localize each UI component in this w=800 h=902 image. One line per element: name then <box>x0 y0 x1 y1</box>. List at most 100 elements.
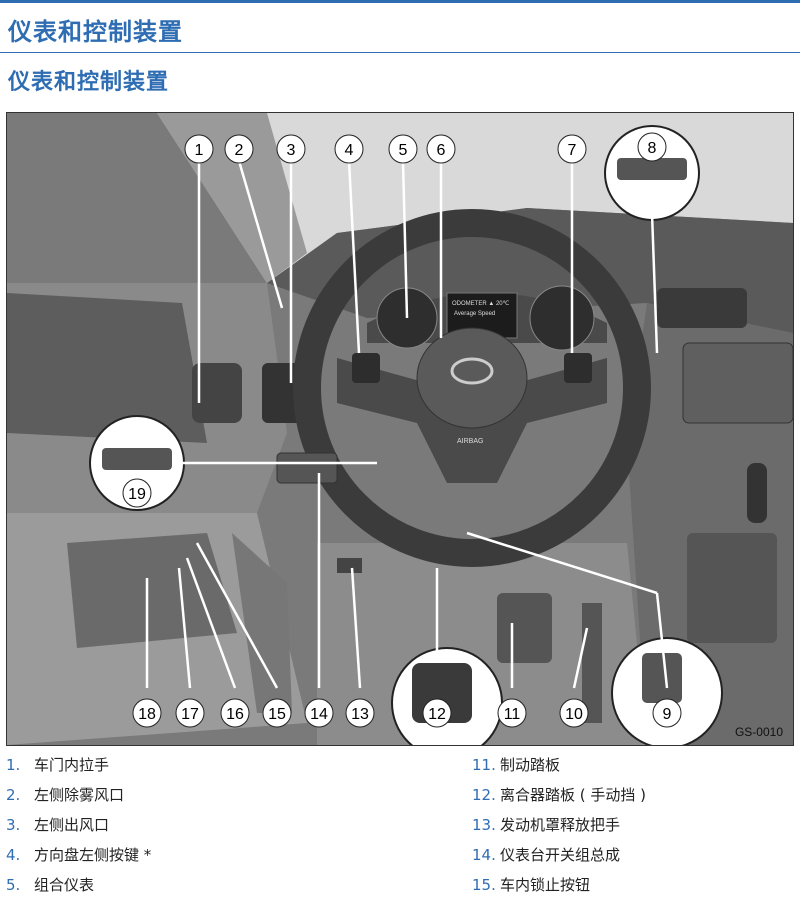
gear-panel <box>687 533 777 643</box>
display-mid-text: Average Speed <box>454 311 495 317</box>
svg-text:14: 14 <box>310 706 328 723</box>
legend-text: 仪表台开关组总成 <box>500 846 621 864</box>
svg-text:10: 10 <box>565 706 583 723</box>
legend-right-column: 11.制动踏板 12.离合器踏板 ( 手动挡 ) 13.发动机罩释放把手 14.… <box>472 752 646 902</box>
callout-markers: 1 2 3 4 5 6 7 8 9 10 11 12 13 14 15 16 1… <box>122 132 682 728</box>
callout-3: 3 <box>276 134 306 164</box>
callout-2: 2 <box>224 134 254 164</box>
legend-number: 3. <box>6 816 21 834</box>
callout-12: 12 <box>422 698 452 728</box>
airbag-hub <box>416 327 528 429</box>
section-heading: 仪表和控制装置 <box>8 70 170 95</box>
svg-text:17: 17 <box>181 706 199 723</box>
svg-text:12: 12 <box>428 706 446 723</box>
svg-text:2: 2 <box>235 142 244 159</box>
callout-11: 11 <box>497 698 527 728</box>
page-title: 仪表和控制装置 <box>8 18 183 46</box>
dashboard-drawing: ODOMETER ▲ 20℃ Average Speed AIRBAG <box>7 113 793 745</box>
legend-item: 2. 左侧除雾风口 <box>6 782 151 812</box>
legend-item: 4. 方向盘左侧按键 * <box>6 842 151 872</box>
svg-text:19: 19 <box>128 486 146 503</box>
legend-number: 13. <box>472 816 496 834</box>
svg-text:3: 3 <box>287 142 296 159</box>
callout-1: 1 <box>184 134 214 164</box>
callout-10: 10 <box>559 698 589 728</box>
steering-wheel-rim <box>293 209 651 567</box>
legend-left-column: 1. 车门内拉手 2. 左侧除雾风口 3. 左侧出风口 4. 方向盘左侧按键 * 5. 组… <box>6 752 151 902</box>
callout-9: 9 <box>652 698 682 728</box>
legend-item: 14.仪表台开关组总成 <box>472 842 646 872</box>
legend-item: 15.车内锁止按钮 <box>472 872 646 902</box>
legend-number: 14. <box>472 846 496 864</box>
legend-text: 组合仪表 <box>34 876 95 894</box>
legend-number: 15. <box>472 876 496 894</box>
svg-text:18: 18 <box>138 706 156 723</box>
speedometer <box>529 285 595 351</box>
callout-13: 13 <box>345 698 375 728</box>
callout-14: 14 <box>304 698 334 728</box>
infotainment-screen <box>682 342 793 424</box>
callout-8: 8 <box>637 132 667 162</box>
callout-5: 5 <box>388 134 418 164</box>
left-wheel-buttons <box>352 353 380 383</box>
legend-item: 3. 左侧出风口 <box>6 812 151 842</box>
legend-text: 制动踏板 <box>500 756 561 774</box>
legend-text: 离合器踏板 ( 手动挡 ) <box>500 786 647 804</box>
title-divider <box>0 52 800 53</box>
svg-text:15: 15 <box>268 706 286 723</box>
door-trim <box>7 293 207 443</box>
seat-lever <box>642 653 682 703</box>
legend-text: 左侧除雾风口 <box>34 786 125 804</box>
gear-lever <box>747 463 767 523</box>
dashboard-illustration: ODOMETER ▲ 20℃ Average Speed AIRBAG <box>6 112 794 746</box>
display-top-text: ODOMETER ▲ 20℃ <box>452 301 510 307</box>
legend-text: 左侧出风口 <box>34 816 110 834</box>
callout-19: 19 <box>122 478 152 508</box>
window-switch-panel <box>67 533 237 648</box>
callout-4: 4 <box>334 134 364 164</box>
brake-pedal <box>497 593 552 663</box>
figure-code: GS-0010 <box>734 725 783 739</box>
legend-item: 12.离合器踏板 ( 手动挡 ) <box>472 782 646 812</box>
dash-switch-group <box>276 452 338 484</box>
svg-text:8: 8 <box>648 140 657 157</box>
door-handle-recess <box>192 363 242 423</box>
callout-7: 7 <box>557 134 587 164</box>
svg-text:13: 13 <box>351 706 369 723</box>
brand-logo <box>450 357 494 385</box>
legend-number: 1. <box>6 756 21 774</box>
legend-number: 5. <box>6 876 21 894</box>
svg-text:5: 5 <box>399 142 408 159</box>
svg-text:1: 1 <box>195 142 204 159</box>
legend-text: 车内锁止按钮 <box>500 876 591 894</box>
callout-17: 17 <box>175 698 205 728</box>
door-speaker <box>232 533 292 713</box>
legend-number: 4. <box>6 846 21 864</box>
right-wheel-buttons <box>564 353 592 383</box>
legend-number: 11. <box>472 756 496 774</box>
callout-6: 6 <box>426 134 456 164</box>
legend-item: 13.发动机罩释放把手 <box>472 812 646 842</box>
svg-text:16: 16 <box>226 706 244 723</box>
top-accent-bar <box>0 0 800 3</box>
svg-text:4: 4 <box>345 142 354 159</box>
airbag-label: AIRBAG <box>457 438 483 445</box>
svg-text:11: 11 <box>504 706 521 723</box>
center-vent <box>657 288 747 328</box>
legend-text: 方向盘左侧按键 * <box>34 846 152 864</box>
legend-item: 1. 车门内拉手 <box>6 752 151 782</box>
legend-number: 2. <box>6 786 21 804</box>
svg-text:6: 6 <box>437 142 446 159</box>
hood-release <box>337 558 362 573</box>
wiper-stalk <box>617 158 687 180</box>
svg-text:9: 9 <box>663 706 672 723</box>
legend-text: 车门内拉手 <box>34 756 110 774</box>
callout-18: 18 <box>132 698 162 728</box>
callout-16: 16 <box>220 698 250 728</box>
legend-text: 发动机罩释放把手 <box>500 816 621 834</box>
legend-item: 5. 组合仪表 <box>6 872 151 902</box>
callout-15: 15 <box>262 698 292 728</box>
legend-item: 11.制动踏板 <box>472 752 646 782</box>
svg-text:7: 7 <box>568 142 577 159</box>
legend-number: 12. <box>472 786 496 804</box>
